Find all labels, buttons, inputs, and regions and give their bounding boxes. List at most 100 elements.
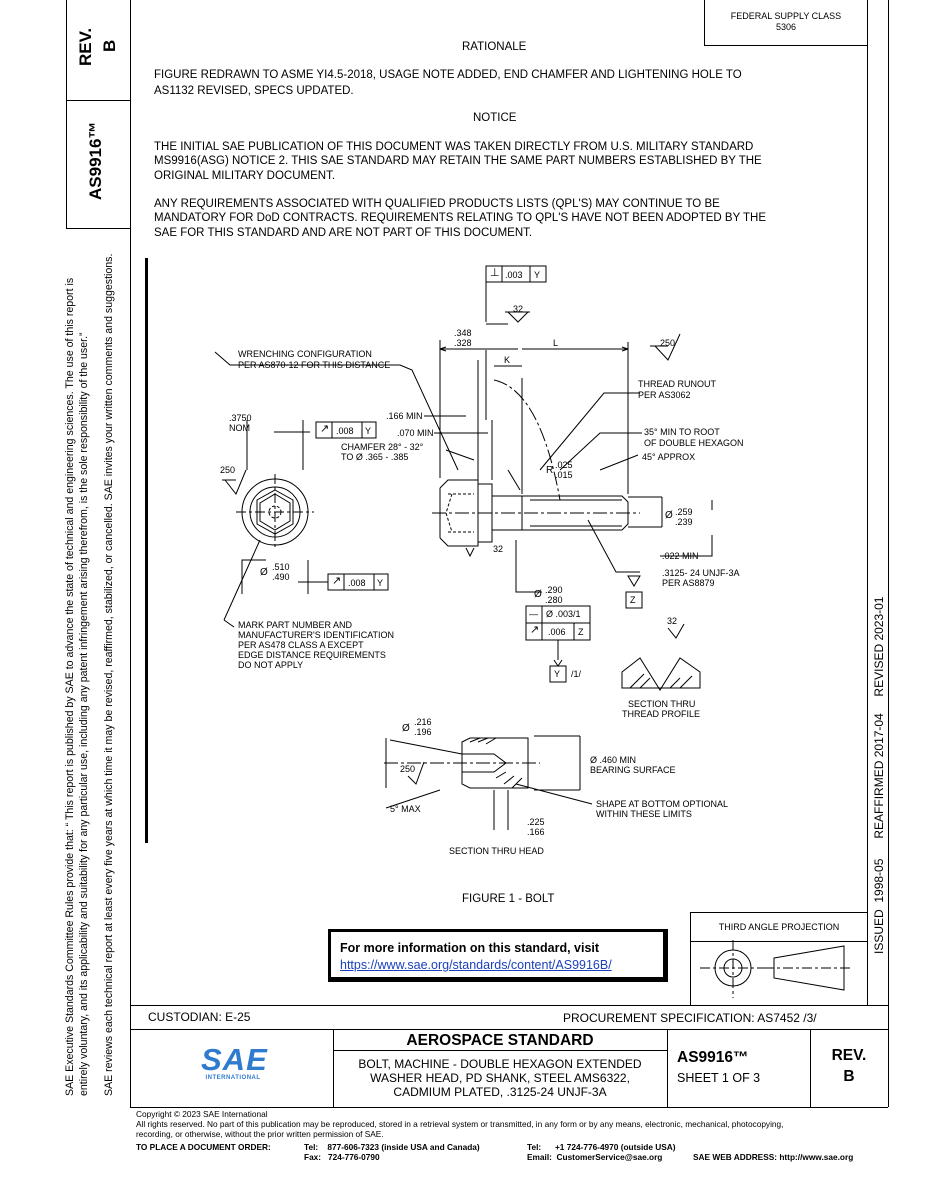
finish-250-head-label: 250 [400, 764, 416, 774]
fcf-runout1-tol: .008 [336, 426, 354, 436]
leader-dia-290 [515, 540, 542, 593]
left-box-divider-1 [66, 100, 130, 101]
leader-3750 [246, 420, 304, 470]
d-239: .239 [675, 517, 693, 527]
fsc-label: FEDERAL SUPPLY CLASS [730, 11, 842, 21]
r-015: .015 [555, 470, 573, 480]
wrench-note-2: PER AS870-12 FOR THIS DISTANCE [238, 360, 391, 370]
leader-wrench [214, 351, 459, 471]
figure-caption: FIGURE 1 - BOLT [462, 893, 555, 905]
fsc-value: 5306 [775, 22, 797, 32]
notice-heading: NOTICE [473, 112, 517, 124]
info-heading: For more information on this standard, v… [340, 941, 600, 955]
left-box-side [66, 0, 67, 228]
revision-bar [145, 258, 148, 843]
max-5: 5° MAX [390, 804, 421, 814]
title-block-bottom [130, 1107, 888, 1108]
footer-web[interactable]: SAE WEB ADDRESS: http://www.sae.org [693, 1152, 854, 1162]
approx-45: 45° APPROX [642, 452, 696, 462]
d-216: .216 [414, 717, 432, 727]
rationale-line-2: AS1132 REVISED, SPECS UPDATED. [154, 85, 354, 97]
thread-runout-1: THREAD RUNOUT [638, 379, 716, 389]
fcf-runout2-symbol: ↗ [332, 575, 342, 587]
section-head-label: SECTION THRU HEAD [449, 846, 544, 856]
section-thread-1: SECTION THRU [628, 699, 696, 709]
finish-250-right [650, 333, 681, 361]
fcf-perp-leader [485, 280, 508, 325]
title-sheet: SHEET 1 OF 3 [677, 1071, 761, 1085]
thread-note-2: PER AS8879 [662, 578, 715, 588]
title-category: AEROSPACE STANDARD [406, 1032, 594, 1049]
info-link[interactable]: https://www.sae.org/standards/content/AS… [340, 958, 612, 972]
fcf-runout2-datum: Y [377, 578, 384, 588]
dia-prefix-510: Ø [260, 567, 268, 578]
thread-arc [493, 379, 561, 501]
fcf-runout3-tol: .006 [548, 627, 566, 637]
bearing-2: BEARING SURFACE [590, 765, 676, 775]
leader-mark [223, 539, 261, 628]
fcf-perp-frame [485, 265, 547, 283]
info-box: For more information on this standard, v… [328, 929, 668, 982]
custodian: CUSTODIAN: E-25 [148, 1010, 251, 1024]
mark-note-1: MARK PART NUMBER AND [238, 620, 353, 630]
rationale-line-1: FIGURE REDRAWN TO ASME YI4.5-2018, USAGE… [154, 69, 742, 81]
bolt-drawing [214, 265, 852, 998]
finish-32-top [505, 311, 530, 323]
nom-label: NOM [229, 423, 250, 433]
chamfer-1: CHAMFER 28° - 32° [341, 442, 424, 452]
footer-rights-2: recording, or otherwise, without the pri… [136, 1129, 384, 1139]
dim-ext-lines [439, 340, 629, 494]
finish-32-under-label: 32 [493, 544, 504, 554]
leader-shape [515, 783, 593, 805]
fcf-perp-datum: Y [534, 270, 541, 280]
left-margin-border [130, 0, 131, 1005]
dim-348: .348 [454, 328, 472, 338]
root-1: 35° MIN TO ROOT [644, 427, 720, 437]
finish-250-left-label: 250 [220, 465, 236, 475]
notice-p1-line-3: ORIGINAL MILITARY DOCUMENT. [154, 170, 336, 182]
title-rev-value: B [843, 1068, 855, 1085]
r-025: .025 [555, 460, 573, 470]
wrench-note-1: WRENCHING CONFIGURATION [238, 349, 372, 359]
projection-label: THIRD ANGLE PROJECTION [718, 922, 840, 932]
datum-y-note: /1/ [571, 669, 582, 679]
shape-note-1: SHAPE AT BOTTOM OPTIONAL [596, 799, 729, 809]
title-rev-label: REV. [831, 1047, 867, 1064]
datum-y: Y [554, 669, 561, 679]
title-block-div-2 [667, 1029, 668, 1107]
d-510: .510 [272, 562, 290, 572]
fcf-perp-tol: .003 [505, 270, 523, 280]
footer-rights-1: All rights reserved. No part of this pub… [136, 1119, 784, 1129]
bearing-1: Ø .460 MIN [590, 755, 637, 765]
d-196: .196 [414, 727, 432, 737]
finish-250-left [222, 469, 247, 495]
leader-022 [660, 500, 713, 557]
right-margin-border [867, 0, 868, 1005]
dim-225 [493, 790, 509, 830]
fcf-runout2-tol: .008 [348, 578, 366, 588]
r-prefix: R [546, 465, 554, 476]
root-2: OF DOUBLE HEXAGON [644, 438, 744, 448]
d-259: .259 [675, 507, 693, 517]
leader-R [507, 469, 521, 491]
title-block-div-1 [333, 1029, 334, 1107]
title-block-mid [130, 1029, 888, 1030]
dim-L [439, 346, 629, 352]
leader-45 [599, 454, 639, 471]
title-line-2: WASHER HEAD, PD SHANK, STEEL AMS6322, [370, 1071, 630, 1085]
thread-profile-hatch [629, 673, 693, 689]
thread-profile [621, 657, 701, 691]
shape-note-2: WITHIN THESE LIMITS [596, 809, 692, 819]
mark-note-2: MANUFACTURER'S IDENTIFICATION [238, 630, 395, 640]
proj-cone [773, 945, 845, 991]
footer-email: Email: CustomerService@sae.org [527, 1152, 663, 1162]
mark-note-4: EDGE DISTANCE REQUIREMENTS [238, 650, 386, 660]
notice-p2-line-1: ANY REQUIREMENTS ASSOCIATED WITH QUALIFI… [154, 198, 720, 210]
fcf-runout1-frame [315, 421, 377, 439]
title-block-top [130, 1005, 888, 1006]
footer-copyright: Copyright © 2023 SAE International [136, 1109, 268, 1119]
notice-p1-line-1: THE INITIAL SAE PUBLICATION OF THIS DOCU… [154, 141, 754, 153]
title-line-3: CADMIUM PLATED, .3125-24 UNJF-3A [393, 1085, 607, 1099]
right-box-side [888, 0, 889, 1005]
dim-216 [385, 738, 463, 788]
